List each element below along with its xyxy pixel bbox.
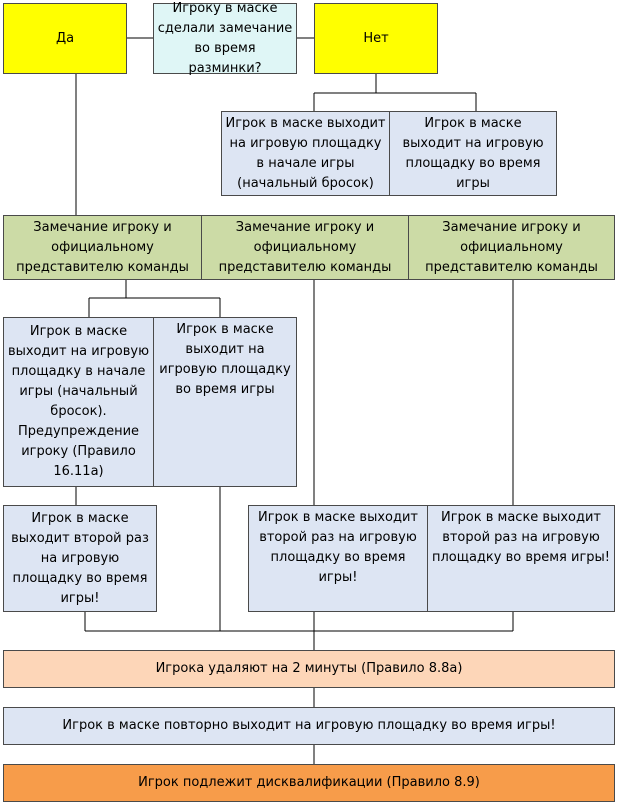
- no-during-game-box: Игрок в маске выходит на игровую площадк…: [389, 111, 557, 196]
- yes-second-time-box: Игрок в маске выходит второй раз на игро…: [3, 505, 157, 612]
- yes-start-of-game-box: Игрок в маске выходит на игровую площадк…: [3, 317, 154, 487]
- warning-box-right: Замечание игроку и официальному представ…: [408, 215, 615, 280]
- second-time-box-middle: Игрок в маске выходит второй раз на игро…: [248, 505, 428, 612]
- yes-during-game-box: Игрок в маске выходит на игровую площадк…: [153, 317, 297, 487]
- no-box: Нет: [314, 3, 438, 74]
- repeat-entry-box: Игрок в маске повторно выходит на игрову…: [3, 707, 615, 745]
- no-start-of-game-box: Игрок в маске выходит на игровую площадк…: [221, 111, 390, 196]
- second-time-box-right: Игрок в маске выходит второй раз на игро…: [427, 505, 615, 612]
- suspension-box: Игрока удаляют на 2 минуты (Правило 8.8a…: [3, 650, 615, 688]
- yes-box: Да: [3, 3, 127, 74]
- warning-box-left: Замечание игроку и официальному представ…: [3, 215, 202, 280]
- warning-box-middle: Замечание игроку и официальному представ…: [201, 215, 409, 280]
- question-box: Игроку в маске сделали замечание во врем…: [153, 1, 297, 76]
- disqualification-box: Игрок подлежит дисквалификации (Правило …: [3, 764, 615, 802]
